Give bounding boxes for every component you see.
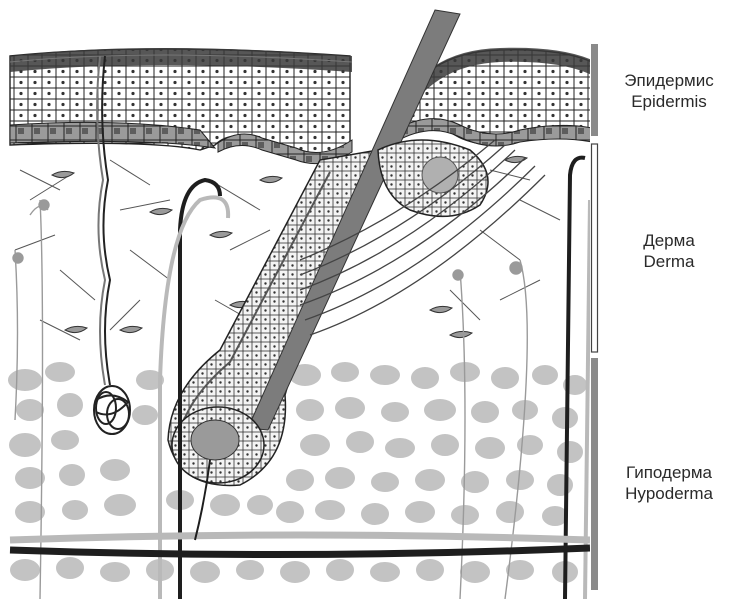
deep-vessels <box>10 535 590 555</box>
label-hypodermis-ru: Гиподерма <box>605 462 733 483</box>
illustration-body <box>7 10 592 599</box>
label-hypodermis-en: Hypoderma <box>605 483 733 504</box>
epidermis-left <box>10 48 352 164</box>
label-epidermis-ru: Эпидермис <box>605 70 733 91</box>
epidermis-scale-bar <box>591 44 598 136</box>
dermis-scale-bar <box>592 144 598 352</box>
label-dermis: Дерма Derma <box>605 230 733 272</box>
sebaceous-gland <box>378 140 488 216</box>
label-epidermis-en: Epidermis <box>605 91 733 112</box>
label-dermis-ru: Дерма <box>605 230 733 251</box>
label-dermis-en: Derma <box>605 251 733 272</box>
hypodermis-scale-bar <box>591 358 598 590</box>
label-hypodermis: Гиподерма Hypoderma <box>605 462 733 504</box>
label-epidermis: Эпидермис Epidermis <box>605 70 733 112</box>
